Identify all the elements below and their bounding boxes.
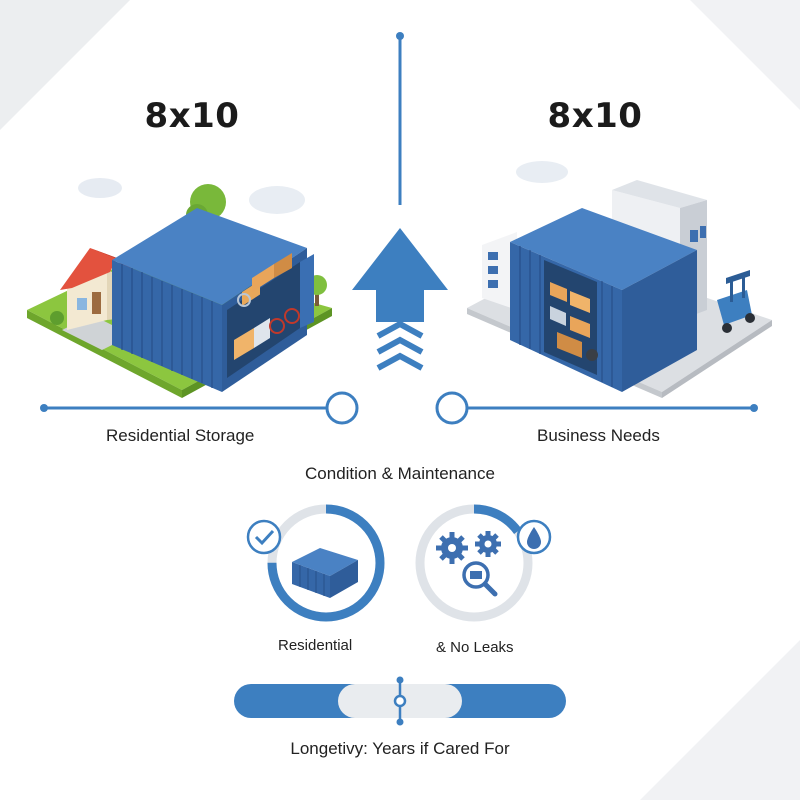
- left-size-title: 8x10: [144, 96, 240, 136]
- residential-gauge-label: Residential: [278, 637, 353, 654]
- right-node-circle: [435, 391, 469, 425]
- up-arrow-icon: [352, 228, 448, 322]
- business-container-illustration: [467, 161, 772, 398]
- check-icon: [254, 529, 275, 546]
- right-size-title: 8x10: [547, 96, 643, 136]
- longevity-caption: Longetivy: Years if Cared For: [290, 739, 510, 758]
- no-leaks-ring-progress: [415, 504, 533, 622]
- water-drop-icon: [527, 527, 541, 549]
- residential-ring-gauge: [246, 504, 385, 622]
- connector-lines: [40, 391, 758, 425]
- residential-container-illustration: [27, 178, 332, 398]
- residential-storage-caption: Residential Storage: [106, 426, 255, 445]
- longevity-bar: [234, 676, 566, 726]
- residential-ring-progress: [267, 504, 385, 622]
- gears-icon: [436, 531, 501, 564]
- condition-heading: Condition & Maintenance: [305, 464, 495, 483]
- no-leaks-gauge-label: & No Leaks: [436, 639, 514, 656]
- no-leaks-ring-gauge: [415, 504, 552, 622]
- left-node-circle: [325, 391, 359, 425]
- longevity-marker: [393, 694, 407, 708]
- business-needs-caption: Business Needs: [537, 426, 660, 445]
- magnifier-icon: [462, 561, 498, 597]
- center-arrow-divider: [352, 32, 448, 371]
